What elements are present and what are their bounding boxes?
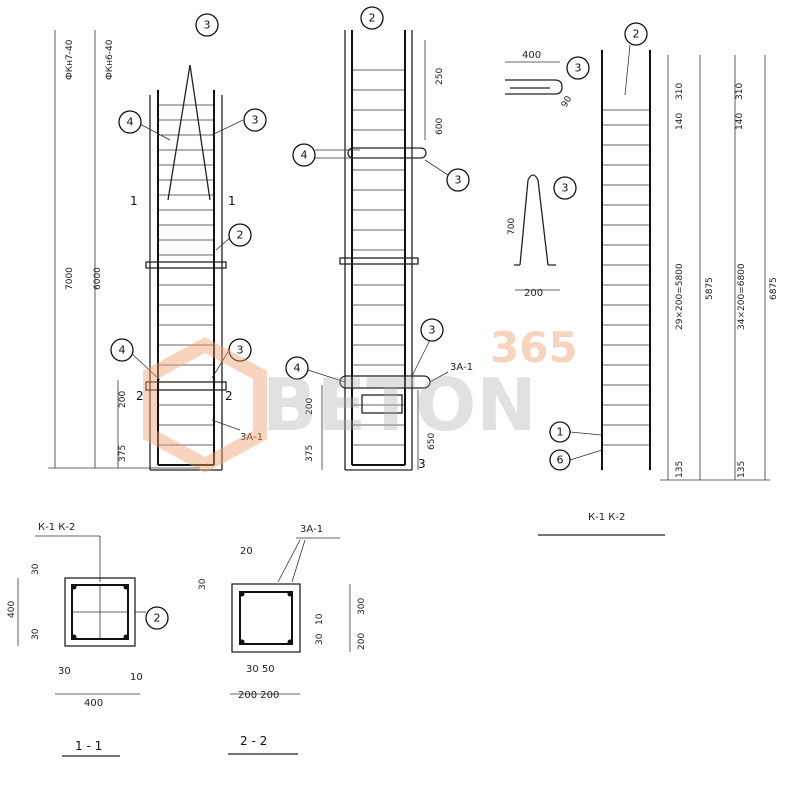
svg-text:3: 3 (252, 114, 259, 127)
svg-text:4: 4 (294, 362, 301, 375)
section-2-mesh-label: 3А-1 (300, 524, 323, 535)
dim-250: 250 (435, 68, 445, 85)
mark-2-right (624, 22, 648, 46)
svg-text:2: 2 (154, 612, 161, 625)
dim-600: 600 (435, 118, 445, 135)
svg-text:3: 3 (429, 324, 436, 337)
cut-mark-3: 3 (418, 457, 426, 471)
mark-3-left-lower (228, 338, 252, 362)
section-1-dim-30-bottom: 30 (31, 628, 41, 640)
dim-29x200: 29×200=5800 (675, 263, 685, 330)
cut-mark-1a: 1 (130, 194, 138, 208)
dim-310-b: 310 (735, 83, 745, 100)
watermark-brand: BETON (262, 363, 537, 447)
section-1-dim-10: 10 (130, 672, 143, 683)
svg-text:4: 4 (119, 344, 126, 357)
dim-7000: 7000 (65, 267, 75, 290)
section-1-cage-labels: К-1 К-2 (38, 522, 75, 533)
svg-text:6: 6 (557, 454, 564, 467)
dim-375-left: 375 (118, 445, 128, 462)
section-1-title: 1 - 1 (75, 739, 102, 753)
section-2-dim-30-50: 30 50 (246, 664, 275, 675)
mesh-label-left: 3А-1 (240, 432, 263, 443)
elevation-right: 310 140 310 140 29×200=5800 5875 34×200=… (538, 22, 779, 536)
section-2-dim-300: 300 (357, 598, 367, 615)
dim-650: 650 (427, 433, 437, 450)
dim-400-detail: 400 (522, 50, 541, 61)
mark-4-left-lower (110, 338, 134, 362)
mark-4-left (118, 110, 142, 134)
section-2-dim-200-v: 200 (357, 633, 367, 650)
mark-3-mid-lower (420, 318, 444, 342)
elevation-left: ФКн7-40 ФКн6-40 7000 6000 200 375 (48, 13, 267, 471)
mark-6-right (549, 449, 571, 471)
mark-3-mid (446, 168, 470, 192)
cut-mark-1b: 1 (228, 194, 236, 208)
section-1-dim-400-h: 400 (84, 698, 103, 709)
mark-4-mid (292, 143, 316, 167)
dim-200-detail: 200 (524, 288, 543, 299)
dim-6875: 6875 (769, 277, 779, 300)
svg-text:2: 2 (237, 229, 244, 242)
dim-90: 90 (560, 94, 575, 109)
svg-text:1: 1 (557, 426, 564, 439)
svg-text:4: 4 (301, 149, 308, 162)
mark-2-left (228, 223, 252, 247)
svg-text:2: 2 (633, 28, 640, 41)
watermark: 365 BETON (143, 323, 578, 473)
dim-6000: 6000 (93, 267, 103, 290)
svg-text:4: 4 (127, 116, 134, 129)
dim-310-a: 310 (675, 83, 685, 100)
dim-135-b: 135 (737, 461, 747, 478)
svg-text:3: 3 (455, 174, 462, 187)
dim-200-mid: 200 (305, 398, 315, 415)
section-2-dim-30-side: 30 (315, 633, 325, 645)
series-label-1: ФКн7-40 (65, 39, 75, 80)
svg-text:3: 3 (237, 344, 244, 357)
svg-text:3: 3 (204, 19, 211, 32)
section-2-dim-20: 20 (240, 546, 253, 557)
section-2-title: 2 - 2 (240, 734, 267, 748)
dim-34x200: 34×200=6800 (737, 263, 747, 330)
section-2-dim-10: 10 (315, 613, 325, 625)
series-label-2: ФКн6-40 (105, 39, 115, 80)
mark-3-detail-top (566, 56, 590, 80)
dim-200-left: 200 (118, 391, 128, 408)
mesh-label-mid: 3А-1 (450, 362, 473, 373)
cage-labels: К-1 К-2 (588, 512, 625, 523)
dim-5875: 5875 (705, 277, 715, 300)
svg-text:3: 3 (562, 182, 569, 195)
section-1-dim-400-v: 400 (7, 601, 17, 618)
svg-text:3: 3 (575, 62, 582, 75)
mark-3-detail (553, 176, 577, 200)
section-1-1: К-1 К-2 2 400 30 30 30 10 400 1 - 1 (7, 522, 169, 757)
detail-bars: 400 90 3 700 200 3 (505, 50, 590, 299)
mark-2-mid-top (360, 6, 384, 30)
mark-3-left (243, 108, 267, 132)
mark-1-right (549, 421, 571, 443)
elevation-middle: 250 600 650 200 375 3 3А-1 2 4 3 4 3 (285, 6, 473, 471)
dim-140-a: 140 (675, 113, 685, 130)
dim-135-a: 135 (675, 461, 685, 478)
section-1-dim-30-top: 30 (31, 563, 41, 575)
cut-mark-2a: 2 (136, 389, 144, 403)
section-2-dim-30: 30 (198, 578, 208, 590)
cut-mark-2b: 2 (225, 389, 233, 403)
mark-3-top-left (195, 13, 219, 37)
section-1-dim-30: 30 (58, 666, 71, 677)
mark-4-mid-lower (285, 356, 309, 380)
mark-2-section-1 (145, 606, 169, 630)
watermark-number: 365 (490, 323, 578, 372)
section-2-2: 3А-1 20 30 300 200 10 30 30 50 200 200 2… (198, 524, 367, 755)
dim-375-mid: 375 (305, 445, 315, 462)
dim-140-b: 140 (735, 113, 745, 130)
svg-text:2: 2 (369, 12, 376, 25)
dim-700: 700 (507, 218, 517, 235)
section-2-dim-200-200: 200 200 (238, 690, 279, 701)
